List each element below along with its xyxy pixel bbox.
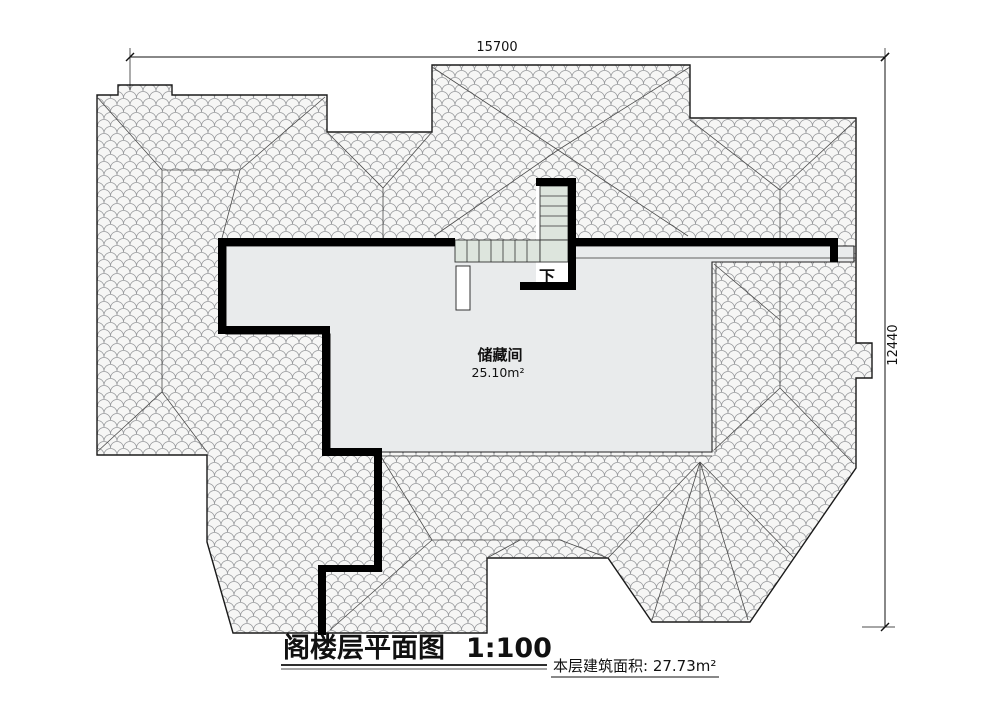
room-area-label: 25.10m² (472, 365, 525, 380)
dimension-top-value: 15700 (476, 40, 517, 55)
room-name-label: 储藏间 (477, 346, 522, 364)
floor-area-note: 本层建筑面积: 27.73m² (553, 657, 716, 675)
title-underline (281, 664, 547, 670)
dimension-right-value: 12440 (886, 324, 901, 365)
walls (218, 178, 838, 635)
stair-landing (539, 239, 569, 263)
ridge-lines (96, 66, 857, 631)
flue-box (455, 265, 471, 311)
drawing-title: 阁楼层平面图 (283, 632, 445, 664)
stair-treads-v (540, 195, 568, 227)
dimension-right (862, 52, 895, 632)
eave-lines (382, 257, 856, 457)
drawing-scale: 1:100 (466, 633, 552, 664)
stair-treads-h (466, 240, 528, 262)
stair-direction-label: 下 (539, 267, 555, 286)
stair-run-vertical (539, 185, 569, 241)
